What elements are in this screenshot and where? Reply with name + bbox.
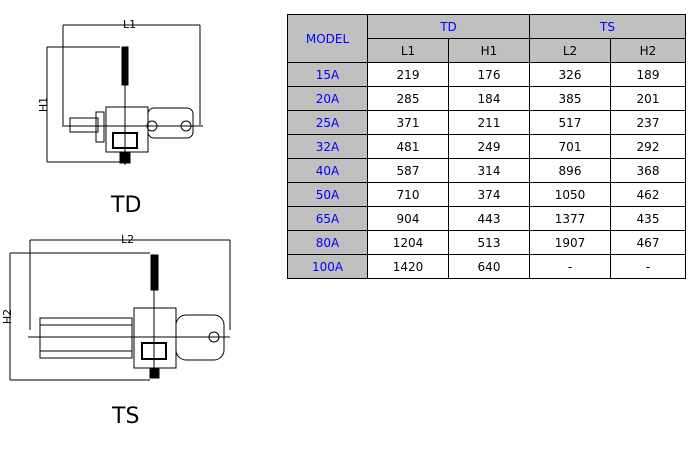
td-drawing-title: TD bbox=[111, 193, 142, 218]
model-cell: 65A bbox=[287, 206, 368, 231]
value-cell: 292 bbox=[610, 134, 686, 159]
value-cell: 513 bbox=[448, 230, 530, 255]
value-cell: 1204 bbox=[367, 230, 449, 255]
header-group-td: TD bbox=[367, 14, 530, 39]
value-cell: 249 bbox=[448, 134, 530, 159]
value-cell: - bbox=[610, 254, 686, 279]
value-cell: 435 bbox=[610, 206, 686, 231]
value-cell: 385 bbox=[529, 86, 611, 111]
model-cell: 15A bbox=[287, 62, 368, 87]
header-h1: H1 bbox=[448, 38, 530, 63]
value-cell: 587 bbox=[367, 158, 449, 183]
header-l1: L1 bbox=[367, 38, 449, 63]
value-cell: 189 bbox=[610, 62, 686, 87]
value-cell: 710 bbox=[367, 182, 449, 207]
value-cell: 481 bbox=[367, 134, 449, 159]
value-cell: 326 bbox=[529, 62, 611, 87]
value-cell: 467 bbox=[610, 230, 686, 255]
value-cell: 211 bbox=[448, 110, 530, 135]
value-cell: 701 bbox=[529, 134, 611, 159]
value-cell: 314 bbox=[448, 158, 530, 183]
value-cell: 1907 bbox=[529, 230, 611, 255]
ts-height-dim-label: H2 bbox=[1, 308, 15, 325]
value-cell: 462 bbox=[610, 182, 686, 207]
value-cell: 371 bbox=[367, 110, 449, 135]
model-cell: 32A bbox=[287, 134, 368, 159]
value-cell: 368 bbox=[610, 158, 686, 183]
model-cell: 80A bbox=[287, 230, 368, 255]
value-cell: 517 bbox=[529, 110, 611, 135]
value-cell: 176 bbox=[448, 62, 530, 87]
value-cell: 640 bbox=[448, 254, 530, 279]
ts-length-dim-label: L2 bbox=[121, 233, 135, 246]
model-cell: 50A bbox=[287, 182, 368, 207]
value-cell: 1420 bbox=[367, 254, 449, 279]
value-cell: 201 bbox=[610, 86, 686, 111]
model-cell: 20A bbox=[287, 86, 368, 111]
value-cell: 1050 bbox=[529, 182, 611, 207]
value-cell: 285 bbox=[367, 86, 449, 111]
header-h2: H2 bbox=[610, 38, 686, 63]
ts-drawing-title: TS bbox=[112, 404, 140, 429]
model-cell: 40A bbox=[287, 158, 368, 183]
header-model: MODEL bbox=[287, 14, 368, 63]
header-group-ts: TS bbox=[529, 14, 686, 39]
ts-drawing bbox=[9, 239, 231, 381]
value-cell: 1377 bbox=[529, 206, 611, 231]
td-length-dim-label: L1 bbox=[123, 18, 137, 31]
value-cell: - bbox=[529, 254, 611, 279]
td-height-dim-label: H1 bbox=[37, 96, 51, 113]
value-cell: 184 bbox=[448, 86, 530, 111]
value-cell: 904 bbox=[367, 206, 449, 231]
model-cell: 25A bbox=[287, 110, 368, 135]
header-l2: L2 bbox=[529, 38, 611, 63]
td-drawing bbox=[46, 24, 203, 165]
value-cell: 237 bbox=[610, 110, 686, 135]
value-cell: 443 bbox=[448, 206, 530, 231]
model-cell: 100A bbox=[287, 254, 368, 279]
value-cell: 219 bbox=[367, 62, 449, 87]
valve-drawings bbox=[9, 24, 231, 381]
value-cell: 896 bbox=[529, 158, 611, 183]
value-cell: 374 bbox=[448, 182, 530, 207]
